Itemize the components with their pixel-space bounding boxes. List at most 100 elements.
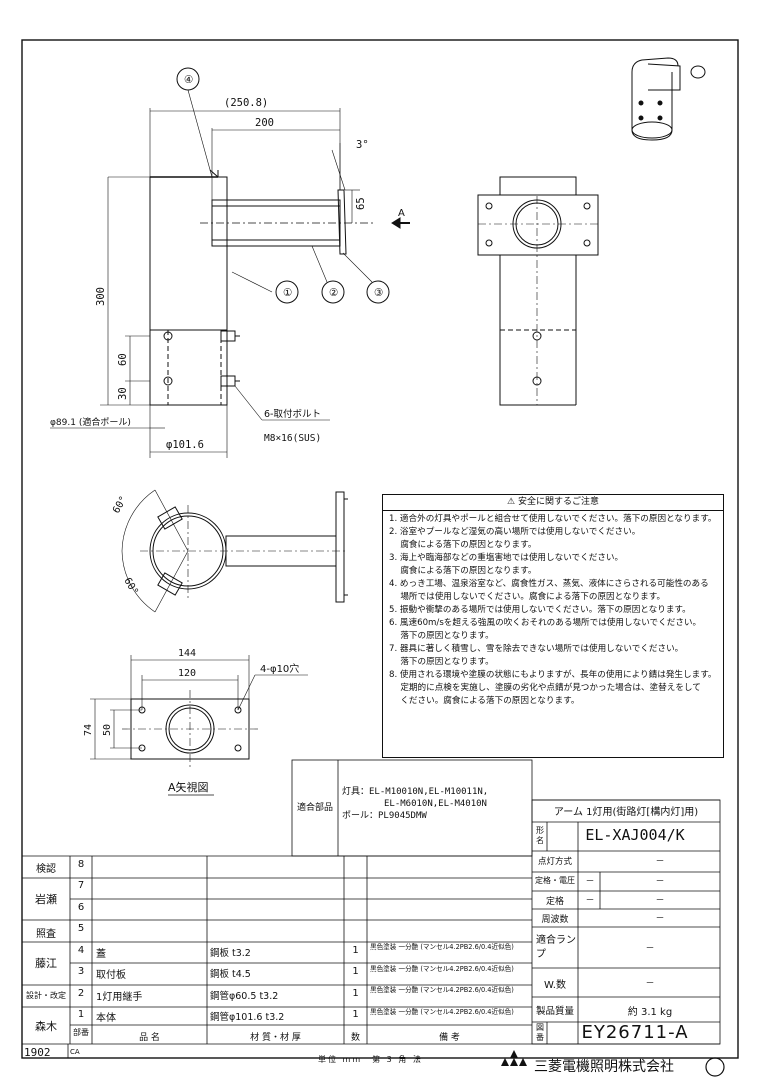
company-name: 三菱電機照明株式会社 — [534, 1059, 674, 1075]
angle-60-top: 60° — [111, 494, 130, 515]
dim-65: 65 — [355, 197, 367, 210]
safety-line: ください。腐食による落下の原因となります。 — [389, 696, 580, 706]
part-remarks: 黒色塗装 一分艶 (マンセル4.2PB2.6/0.4近似色) — [370, 986, 514, 994]
part-name: 1灯用継手 — [96, 992, 143, 1003]
top-view — [121, 489, 348, 613]
view-a-title: A矢視図 — [168, 780, 209, 794]
safety-line: 場所では使用しないでください。腐食による落下の原因となります。 — [389, 592, 666, 602]
compat-lamp-line1: 灯具：EL-M10010N,EL-M10011N, — [342, 787, 489, 797]
safety-line: 1. 適合外の灯具やポールと組合せて使用しないでください。落下の原因となります。 — [389, 514, 717, 524]
spec-value-2b: － — [655, 877, 665, 887]
spec-value-2a: － — [585, 877, 595, 887]
iso-sketch — [631, 57, 706, 141]
spec-label-2: 定格・電圧 — [535, 876, 575, 885]
front-view-labels: ④ ① ② ③ (250.8) 200 3° 65 300 60 30 φ89.… — [50, 74, 405, 451]
main-tube — [149, 176, 228, 406]
compat-pole-line: ポール：PL9045DMW — [342, 811, 427, 821]
dim-dia-101: φ101.6 — [166, 439, 204, 451]
part-no: 3 — [77, 966, 85, 977]
part-material: 鋼管φ101.6 t3.2 — [210, 1012, 285, 1023]
callout-3-text: ③ — [374, 287, 383, 299]
safety-line: 6. 風速60m/sを超える強風の吹くおそれのある場所では使用しないでください。 — [389, 618, 702, 628]
part-name: 取付板 — [96, 970, 126, 981]
spec-label-7: 製品質量 — [535, 1006, 574, 1017]
bolt-heads — [163, 330, 240, 387]
callout-4-text: ④ — [184, 74, 193, 86]
part-remarks: 黒色塗装 一分艶 (マンセル4.2PB2.6/0.4近似色) — [370, 1008, 514, 1016]
product-weight: 約 3.1 kg — [627, 1007, 673, 1018]
safety-line: 定期的に点検を実施し、塗膜の劣化や点錆が見つかった場合は、塗替えをして — [389, 683, 701, 693]
safety-list: 1. 適合外の灯具やポールと組合せて使用しないでください。落下の原因となります。… — [383, 513, 723, 708]
arrow-a-label: A — [398, 208, 405, 219]
part-material: 鋼管φ60.5 t3.2 — [210, 991, 279, 1002]
safety-line: 8. 使用される環境や塗膜の状態にもよりますが、長年の使用により錆は発生します。 — [389, 670, 717, 680]
view-a — [90, 655, 308, 796]
drawing-number: EY26711-A — [581, 1022, 689, 1043]
parts-header-material: 材 質・材 厚 — [250, 1033, 301, 1043]
callout-4 — [176, 67, 200, 91]
part-no: 5 — [77, 923, 85, 934]
part-material: 鋼板 t3.2 — [210, 948, 251, 959]
safety-line: 2. 浴室やプールなど湿気の高い場所では使用しないでください。 — [389, 527, 641, 537]
front-view — [50, 67, 410, 458]
side-view — [477, 176, 599, 406]
part-no: 8 — [77, 859, 85, 870]
dim-30: 30 — [117, 387, 129, 400]
callout-2 — [321, 280, 345, 304]
part-no: 6 — [77, 902, 85, 913]
compat-lamp-line2: EL-M6010N,EL-M4010N — [384, 799, 487, 809]
dim-3deg: 3° — [356, 139, 369, 151]
top-view-labels: 60° 60° — [111, 494, 140, 597]
spec-label-3: 定格 — [545, 897, 564, 907]
safety-line: 落下の原因となります。 — [389, 657, 494, 667]
compat-parts: 灯具：EL-M10010N,EL-M10011N, EL-M6010N,EL-M… — [342, 786, 488, 822]
dim-dia-89: φ89.1 (適合ポール) — [50, 416, 131, 428]
drawing-no-label: 図番 — [536, 1023, 544, 1042]
issue-date-suffix: CA — [70, 1048, 80, 1056]
part-material: 鋼板 t4.5 — [210, 969, 251, 980]
safety-notice: ⚠ 安全に関するご注意 1. 適合外の灯具やポールと組合せて使用しないでください… — [382, 494, 724, 758]
safety-line: 3. 海上や臨海部などの重塩害地では使用しないでください。 — [389, 553, 624, 563]
part-no: 4 — [77, 945, 85, 956]
mitsubishi-logo — [501, 1050, 527, 1066]
approval-role-1: 検認 — [36, 864, 56, 875]
approval-name-1: 岩瀬 — [35, 893, 57, 906]
sheet-border — [21, 39, 739, 1059]
company-mark-circle — [705, 1057, 725, 1077]
part-no: 1 — [77, 1009, 85, 1020]
dim-250-8: (250.8) — [224, 97, 268, 109]
model-number: EL-XAJ004/K — [585, 826, 685, 844]
safety-line: 落下の原因となります。 — [389, 631, 494, 641]
approval-name-2: 藤江 — [35, 957, 57, 970]
spec-value-4: － — [655, 914, 665, 924]
part-qty: 1 — [352, 1009, 359, 1020]
product-name: アーム 1灯用(街路灯[構内灯]用) — [553, 807, 699, 818]
safety-line: 4. めっき工場、温泉浴室など、腐食性ガス、蒸気、液体にさらされる可能性のある — [389, 579, 709, 589]
parts-header-remarks: 備 考 — [439, 1033, 460, 1043]
callout-3 — [366, 280, 390, 304]
parts-header-qty: 数 — [350, 1033, 360, 1043]
table-grid — [21, 759, 721, 1058]
safety-line: 5. 振動や衝撃のある場所では使用しないでください。落下の原因となります。 — [389, 605, 691, 615]
safety-line: 腐食による落下の原因となります。 — [389, 540, 537, 550]
spec-label-6: W.数 — [544, 980, 566, 991]
safety-line: 腐食による落下の原因となります。 — [389, 566, 537, 576]
part-remarks: 黒色塗装 一分艶 (マンセル4.2PB2.6/0.4近似色) — [370, 943, 514, 951]
parts-header-name: 品 名 — [139, 1033, 160, 1043]
angle-60-bottom: 60° — [121, 576, 140, 597]
part-remarks: 黒色塗装 一分艶 (マンセル4.2PB2.6/0.4近似色) — [370, 965, 514, 973]
approval-role-3: 設計・改定 — [26, 991, 66, 1000]
hole-spec: 4-φ10穴 — [260, 662, 299, 675]
issue-date: 1902 — [24, 1046, 51, 1059]
model-label: 形名 — [536, 826, 544, 845]
approval-name-3: 森木 — [35, 1020, 57, 1033]
dim-144: 144 — [178, 648, 196, 659]
spec-value-1: － — [655, 857, 665, 867]
spec-label-4: 周波数 — [541, 915, 569, 925]
bolt-label: 6-取付ボルト — [264, 409, 321, 420]
callout-2-text: ② — [329, 287, 338, 299]
safety-line: 7. 器具に著しく積雪し、雪を除去できない場所では使用しないでください。 — [389, 644, 684, 654]
spec-value-3a: － — [585, 896, 595, 906]
dim-120: 120 — [178, 668, 196, 679]
callout-1 — [275, 280, 299, 304]
